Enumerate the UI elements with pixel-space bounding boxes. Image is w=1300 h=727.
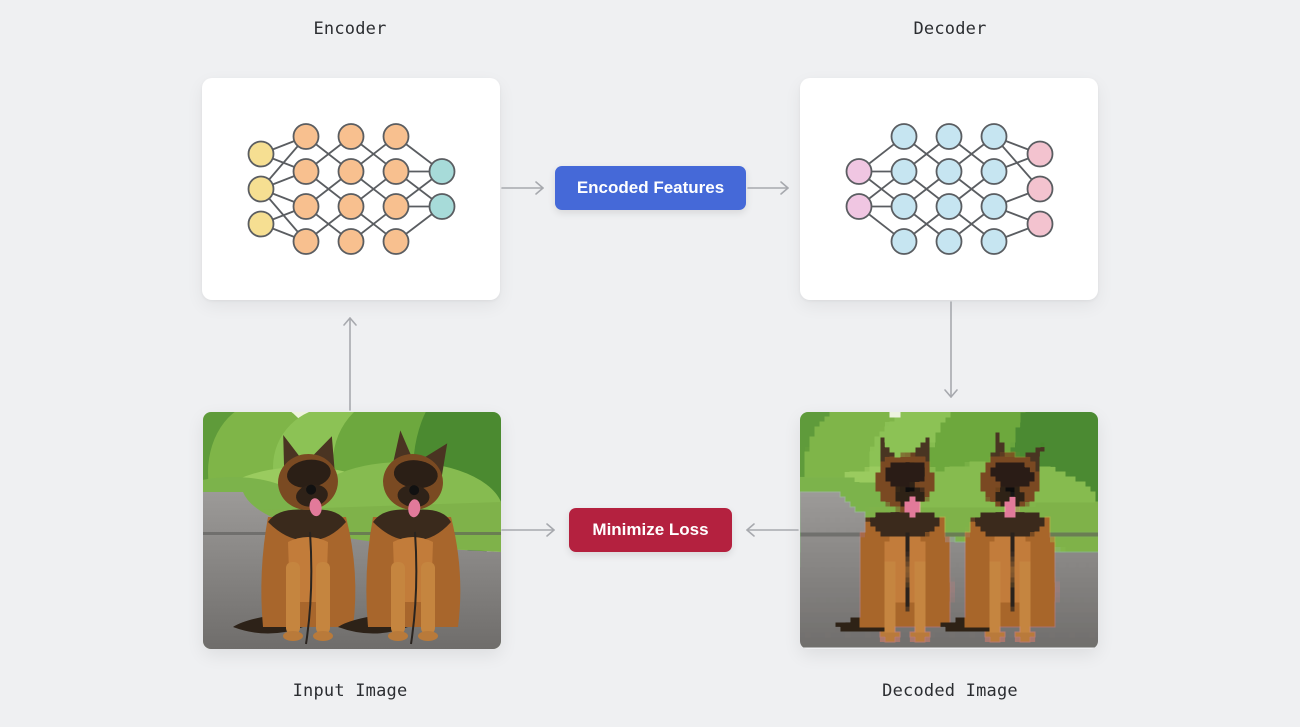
encoded-features-node: Encoded Features xyxy=(555,166,746,210)
decoder-neuron xyxy=(1026,175,1054,203)
input-dog-photo xyxy=(203,412,501,649)
decoder-neuron xyxy=(980,228,1008,255)
decoder-neurons xyxy=(845,123,1054,255)
photo-decoded-scene xyxy=(800,412,1098,649)
decoder-neuron xyxy=(980,123,1008,150)
arrow-features-to-decoder xyxy=(747,181,789,195)
photo-input-scene xyxy=(203,412,501,649)
encoder-neuron xyxy=(382,228,410,255)
decoder-neuron xyxy=(935,228,963,255)
decoder-neuron xyxy=(890,158,918,185)
decoder-neuron xyxy=(935,193,963,220)
dog-right xyxy=(338,430,461,645)
decoded-image-label: Decoded Image xyxy=(882,681,1018,701)
arrow-input-to-loss xyxy=(501,523,555,537)
arrow-decoder-to-decoded xyxy=(944,301,958,398)
decoder-network-diagram xyxy=(845,123,1054,255)
arrow-decoded-to-loss xyxy=(746,523,799,537)
decoder-neuron xyxy=(890,193,918,220)
encoder-neuron xyxy=(428,158,456,185)
decoder-neuron xyxy=(1026,210,1054,238)
minimize-loss-node: Minimize Loss xyxy=(569,508,732,552)
encoder-network-diagram xyxy=(247,123,456,255)
decoder-neuron xyxy=(890,228,918,255)
encoder-neuron xyxy=(337,158,365,185)
decoded-image xyxy=(800,412,1098,649)
encoder-neuron xyxy=(292,193,320,220)
dog-left xyxy=(830,434,953,645)
decoder-card xyxy=(800,78,1098,300)
decoder-connections xyxy=(858,135,1041,243)
encoder-neurons xyxy=(247,123,456,255)
dog-tongue xyxy=(906,498,919,517)
encoder-neuron xyxy=(382,193,410,220)
dog-left xyxy=(233,434,356,645)
encoder-neuron xyxy=(292,228,320,255)
encoder-neuron xyxy=(337,193,365,220)
encoder-neuron xyxy=(337,228,365,255)
encoded-features-label: Encoded Features xyxy=(576,178,725,197)
arrow-encoder-to-features xyxy=(501,181,544,195)
encoder-connections xyxy=(260,135,443,243)
decoder-neuron xyxy=(1026,140,1054,168)
encoder-neuron xyxy=(428,193,456,220)
encoder-neuron xyxy=(247,210,275,238)
dog-tongue xyxy=(408,499,421,518)
decoder-neuron xyxy=(890,123,918,150)
decoder-neuron xyxy=(980,193,1008,220)
encoder-label: Encoder xyxy=(313,19,387,39)
dog-right xyxy=(935,430,1058,645)
encoder-neuron xyxy=(292,123,320,150)
input-image-label: Input Image xyxy=(292,681,408,701)
decoder-neuron xyxy=(845,158,873,185)
decoder-neuron xyxy=(935,123,963,150)
decoder-neuron xyxy=(980,158,1008,185)
encoder-neuron xyxy=(247,140,275,168)
dog-tongue xyxy=(1005,499,1018,518)
encoder-neuron xyxy=(382,158,410,185)
dog-tongue xyxy=(309,498,322,517)
decoder-neuron xyxy=(935,158,963,185)
arrow-input-to-encoder xyxy=(343,317,357,411)
decoder-neuron xyxy=(845,193,873,220)
encoder-neuron xyxy=(247,175,275,203)
minimize-loss-label: Minimize Loss xyxy=(592,520,709,539)
encoder-neuron xyxy=(382,123,410,150)
encoder-card xyxy=(202,78,500,300)
encoder-neuron xyxy=(292,158,320,185)
input-image xyxy=(203,412,501,649)
decoder-label: Decoder xyxy=(913,19,987,39)
encoder-neuron xyxy=(337,123,365,150)
decoded-dog-photo xyxy=(800,412,1098,649)
